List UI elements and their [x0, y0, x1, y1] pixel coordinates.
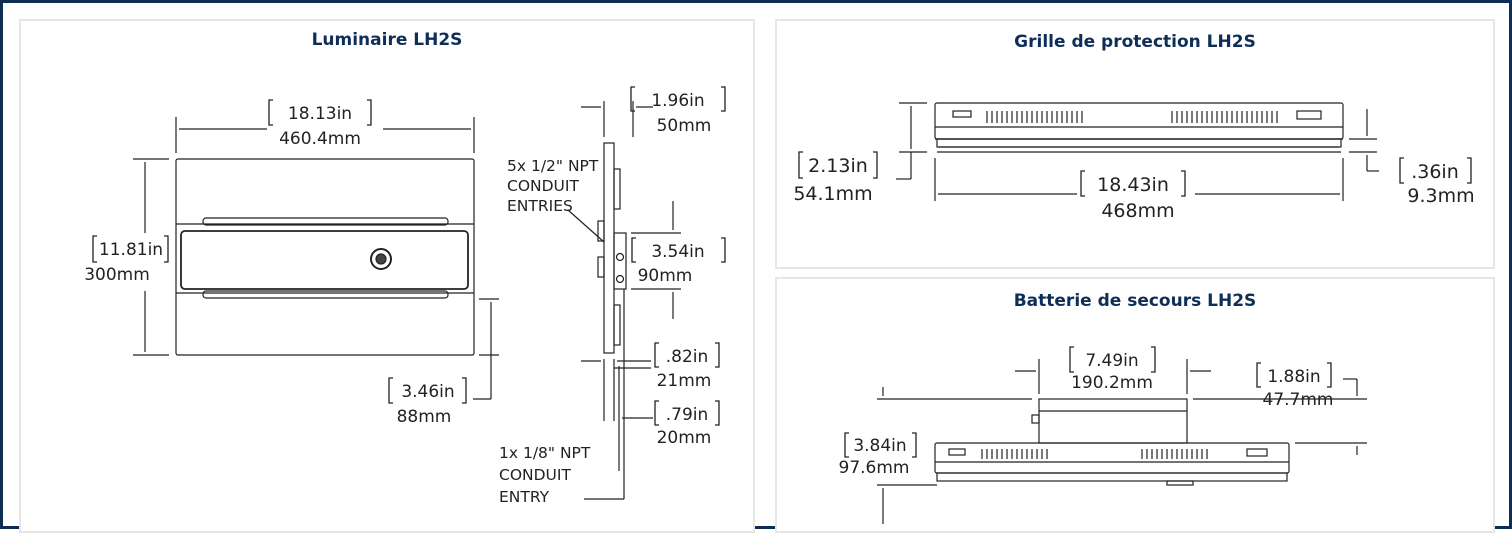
grille-vent-slots — [986, 111, 1278, 123]
conduit-entry-note-3: ENTRY — [499, 488, 550, 506]
panel-battery: Batterie de secours LH2S — [775, 277, 1495, 533]
luminaire-drawing: 18.13in 460.4mm 11.81in 300mm 3.46in 88m… — [84, 86, 726, 506]
luminaire-title: Luminaire LH2S — [311, 30, 463, 50]
battery-box — [1038, 398, 1188, 444]
grille-body — [934, 102, 1344, 140]
battery-drawing: 7.49in 190.2mm 1.88in 47.7mm 3.84in 97.6… — [839, 346, 1367, 524]
luminaire-lower-in: 3.46in — [401, 382, 454, 402]
battery-fixture-body — [934, 442, 1290, 474]
conduit-entry-note-1: 1x 1/8" NPT — [499, 444, 591, 462]
battery-width-in: 7.49in — [1085, 351, 1138, 371]
conduit-entries-note-2: CONDUIT — [507, 177, 579, 195]
luminaire-entry-in: 3.54in — [651, 242, 704, 262]
panel-luminaire: Luminaire LH2S — [19, 19, 755, 533]
battery-vent-slots — [981, 449, 1208, 459]
grille-depth-in: .36in — [1411, 161, 1459, 183]
battery-height-in: 3.84in — [853, 436, 906, 456]
luminaire-mid-depth-mm: 21mm — [657, 371, 712, 391]
luminaire-side-profile — [603, 142, 615, 354]
conduit-entries-note-3: ENTRIES — [507, 197, 573, 215]
grille-height-mm: 54.1mm — [793, 183, 872, 205]
luminaire-width-mm: 460.4mm — [279, 129, 361, 149]
battery-width-mm: 190.2mm — [1071, 373, 1153, 393]
battery-height-mm: 97.6mm — [839, 458, 910, 478]
luminaire-bottom-depth-in: .79in — [666, 405, 709, 425]
luminaire-entry-mm: 90mm — [638, 266, 693, 286]
grille-height-in: 2.13in — [808, 155, 868, 177]
luminaire-height-mm: 300mm — [84, 265, 150, 285]
luminaire-width-in: 18.13in — [288, 104, 352, 124]
battery-depth-mm: 47.7mm — [1263, 390, 1334, 410]
luminaire-sensor — [370, 248, 392, 270]
grille-drawing: 2.13in 54.1mm 18.43in 468mm .36in 9.3mm — [793, 102, 1475, 222]
battery-title: Batterie de secours LH2S — [1013, 291, 1257, 311]
luminaire-driver-box — [180, 230, 469, 290]
grille-depth-mm: 9.3mm — [1407, 185, 1474, 207]
luminaire-mid-depth-in: .82in — [666, 347, 709, 367]
luminaire-lower-mm: 88mm — [397, 407, 452, 427]
luminaire-bottom-depth-mm: 20mm — [657, 428, 712, 448]
luminaire-top-depth-mm: 50mm — [657, 116, 712, 136]
battery-depth-in: 1.88in — [1267, 367, 1320, 387]
luminaire-front-body — [175, 158, 475, 356]
luminaire-top-depth-in: 1.96in — [651, 91, 704, 111]
conduit-entries-note-1: 5x 1/2" NPT — [507, 157, 599, 175]
grille-width-in: 18.43in — [1097, 174, 1169, 196]
grille-title: Grille de protection LH2S — [1014, 32, 1256, 52]
luminaire-height-in: 11.81in — [99, 240, 163, 260]
conduit-entry-note-2: CONDUIT — [499, 466, 571, 484]
panel-grille: Grille de protection LH2S — [775, 19, 1495, 269]
grille-width-mm: 468mm — [1101, 200, 1174, 222]
